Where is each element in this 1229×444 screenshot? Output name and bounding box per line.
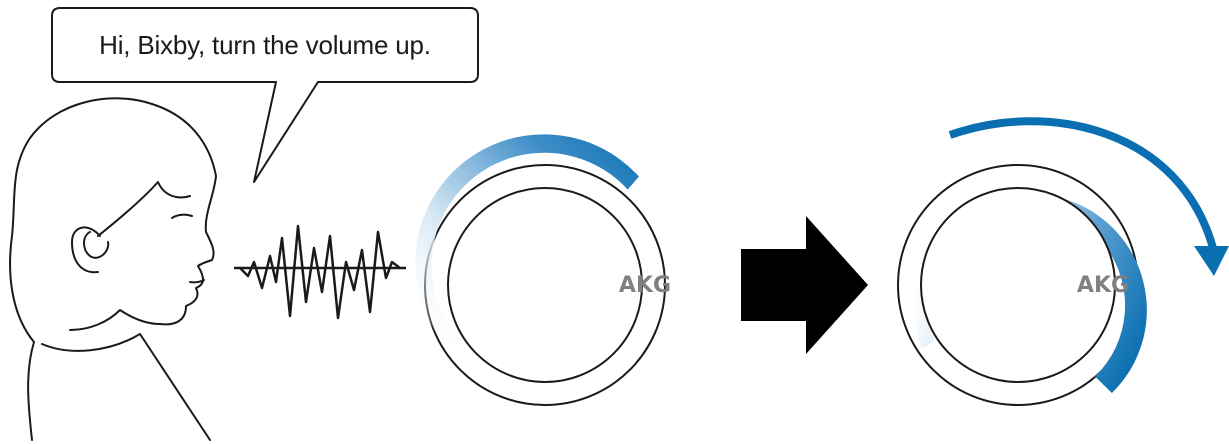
brand-label-before: AKG xyxy=(618,273,672,298)
speech-bubble xyxy=(51,7,479,183)
inner-ring xyxy=(920,187,1116,383)
collar xyxy=(41,333,211,441)
speech-text: Hi, Bixby, turn the volume up. xyxy=(99,29,431,60)
mouth xyxy=(189,279,205,284)
sound-wave-icon xyxy=(234,224,406,320)
eye xyxy=(171,213,193,219)
earbud xyxy=(83,231,110,259)
hair-line xyxy=(97,181,191,237)
volume-arc xyxy=(914,194,1147,393)
clockwise-arrow-icon xyxy=(948,117,1229,276)
earbud-before xyxy=(415,134,666,406)
wave-signal xyxy=(239,224,401,320)
ear-outline xyxy=(71,226,101,274)
arrow-arc xyxy=(948,117,1217,250)
right-arrow-icon xyxy=(741,216,868,354)
person-head-icon xyxy=(9,97,217,441)
brand-label-after: AKG xyxy=(1076,273,1130,298)
volume-arc xyxy=(415,134,639,349)
head-outline xyxy=(9,97,217,441)
arrow-head xyxy=(1194,246,1229,276)
earbud-after xyxy=(897,164,1147,406)
inner-ring xyxy=(447,187,643,383)
